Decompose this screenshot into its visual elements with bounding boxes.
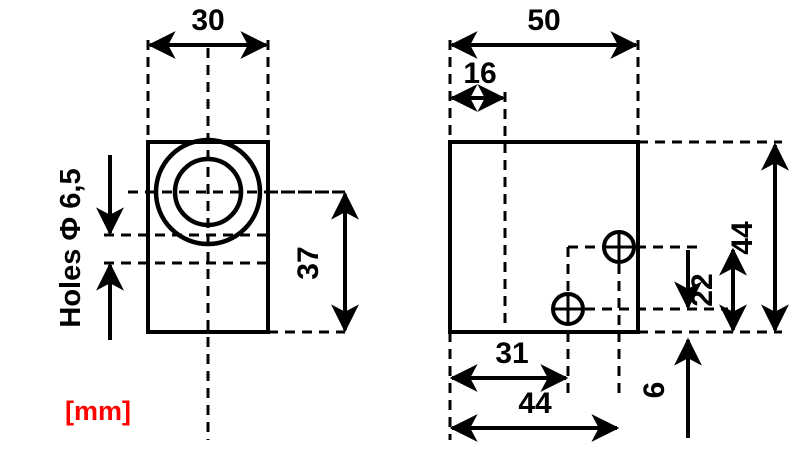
dim-label-width-31: 31 (495, 337, 528, 370)
dim-label-width-44-bottom: 44 (518, 387, 552, 420)
dim-label-height-44-right: 44 (726, 221, 759, 255)
side-view-outline (448, 140, 640, 334)
front-outer-circle (153, 137, 263, 247)
dim-label-width-50: 50 (527, 4, 560, 37)
side-hole-upper (602, 230, 636, 264)
dim-label-height-37: 37 (292, 246, 325, 279)
unit-label: [mm] (65, 396, 131, 426)
dim-label-height-22: 22 (686, 273, 719, 306)
front-view-group: 30 Holes Φ 6,5 37 [mm] (55, 4, 359, 440)
front-inner-circle (172, 156, 244, 228)
side-hole-lower (551, 292, 585, 326)
label-holes-diameter: Holes Φ 6,5 (55, 168, 87, 327)
side-view-group: 50 16 44 22 6 (448, 4, 789, 442)
dim-label-height-6: 6 (638, 382, 671, 399)
dim-label-offset-16: 16 (463, 57, 496, 90)
dim-label-width-30: 30 (191, 4, 224, 37)
